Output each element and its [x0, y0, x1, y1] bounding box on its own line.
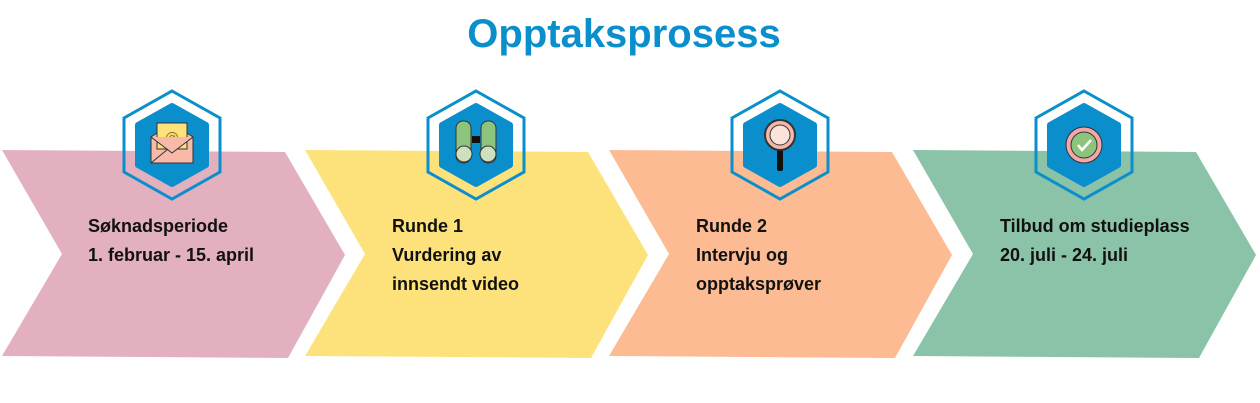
step-1-title: Søknadsperiode [88, 216, 229, 236]
step-3-line-3: opptaksprøver [696, 274, 822, 294]
step-2-line-3: innsendt video [392, 274, 520, 294]
step-2-chevron [305, 150, 648, 358]
step-4-label: Tilbud om studieplass 20. juli - 24. jul… [1000, 212, 1190, 270]
step-3-line-2: Intervju og [696, 245, 789, 265]
checkmark-icon [1034, 89, 1134, 201]
step-3-chevron [609, 150, 952, 358]
step-1-dates: 1. februar - 15. april [88, 245, 255, 265]
envelope-icon: @ [122, 89, 222, 201]
step-2-line-2: Vurdering av [392, 245, 502, 265]
binoculars-icon [426, 89, 526, 201]
step-4-chevron [913, 150, 1256, 358]
step-3-label: Runde 2 Intervju og opptaksprøver [696, 212, 821, 299]
step-4-dates: 20. juli - 24. juli [1000, 245, 1129, 265]
magnifier-icon [730, 89, 830, 201]
step-3-title: Runde 2 [696, 216, 768, 236]
step-2-title: Runde 1 [392, 216, 464, 236]
step-2-label: Runde 1 Vurdering av innsendt video [392, 212, 519, 299]
page-title: Opptaksprosess [467, 12, 781, 56]
step-1-label: Søknadsperiode 1. februar - 15. april [88, 212, 254, 270]
step-4-title: Tilbud om studieplass [1000, 216, 1190, 236]
step-1-chevron [2, 150, 345, 358]
